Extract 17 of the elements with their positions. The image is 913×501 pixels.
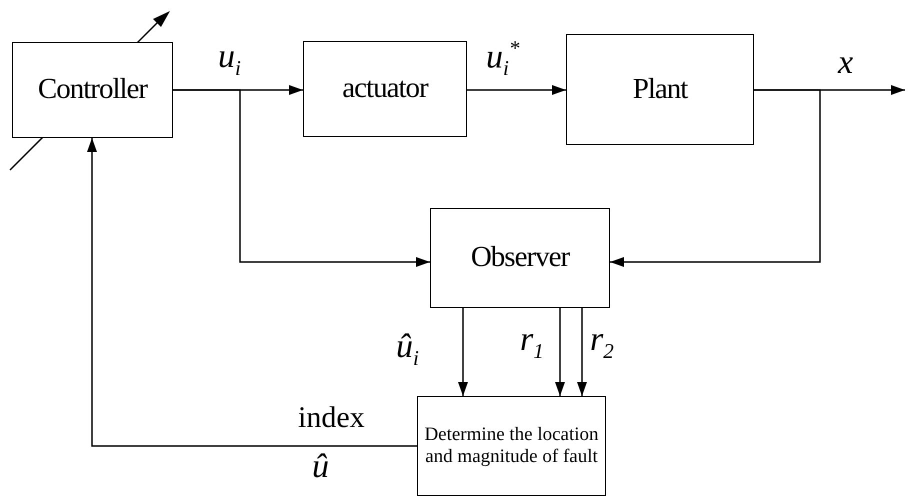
box-label: Determine the location and magnitude of fault <box>423 424 600 468</box>
arrow <box>555 308 565 396</box>
arrow <box>577 308 587 396</box>
process-box <box>417 396 606 496</box>
box-label: Controller <box>36 73 149 107</box>
arrow <box>610 89 821 267</box>
box-label: Observer <box>470 241 571 275</box>
box-label: actuator <box>341 72 430 106</box>
process-box <box>430 208 610 308</box>
process-box <box>566 34 754 145</box>
process-box <box>303 41 467 137</box>
arrow <box>458 308 468 396</box>
arrow <box>467 85 566 95</box>
arrow <box>173 89 430 267</box>
arrow <box>87 138 417 447</box>
process-box <box>12 42 173 138</box>
box-label: Plant <box>632 72 689 106</box>
